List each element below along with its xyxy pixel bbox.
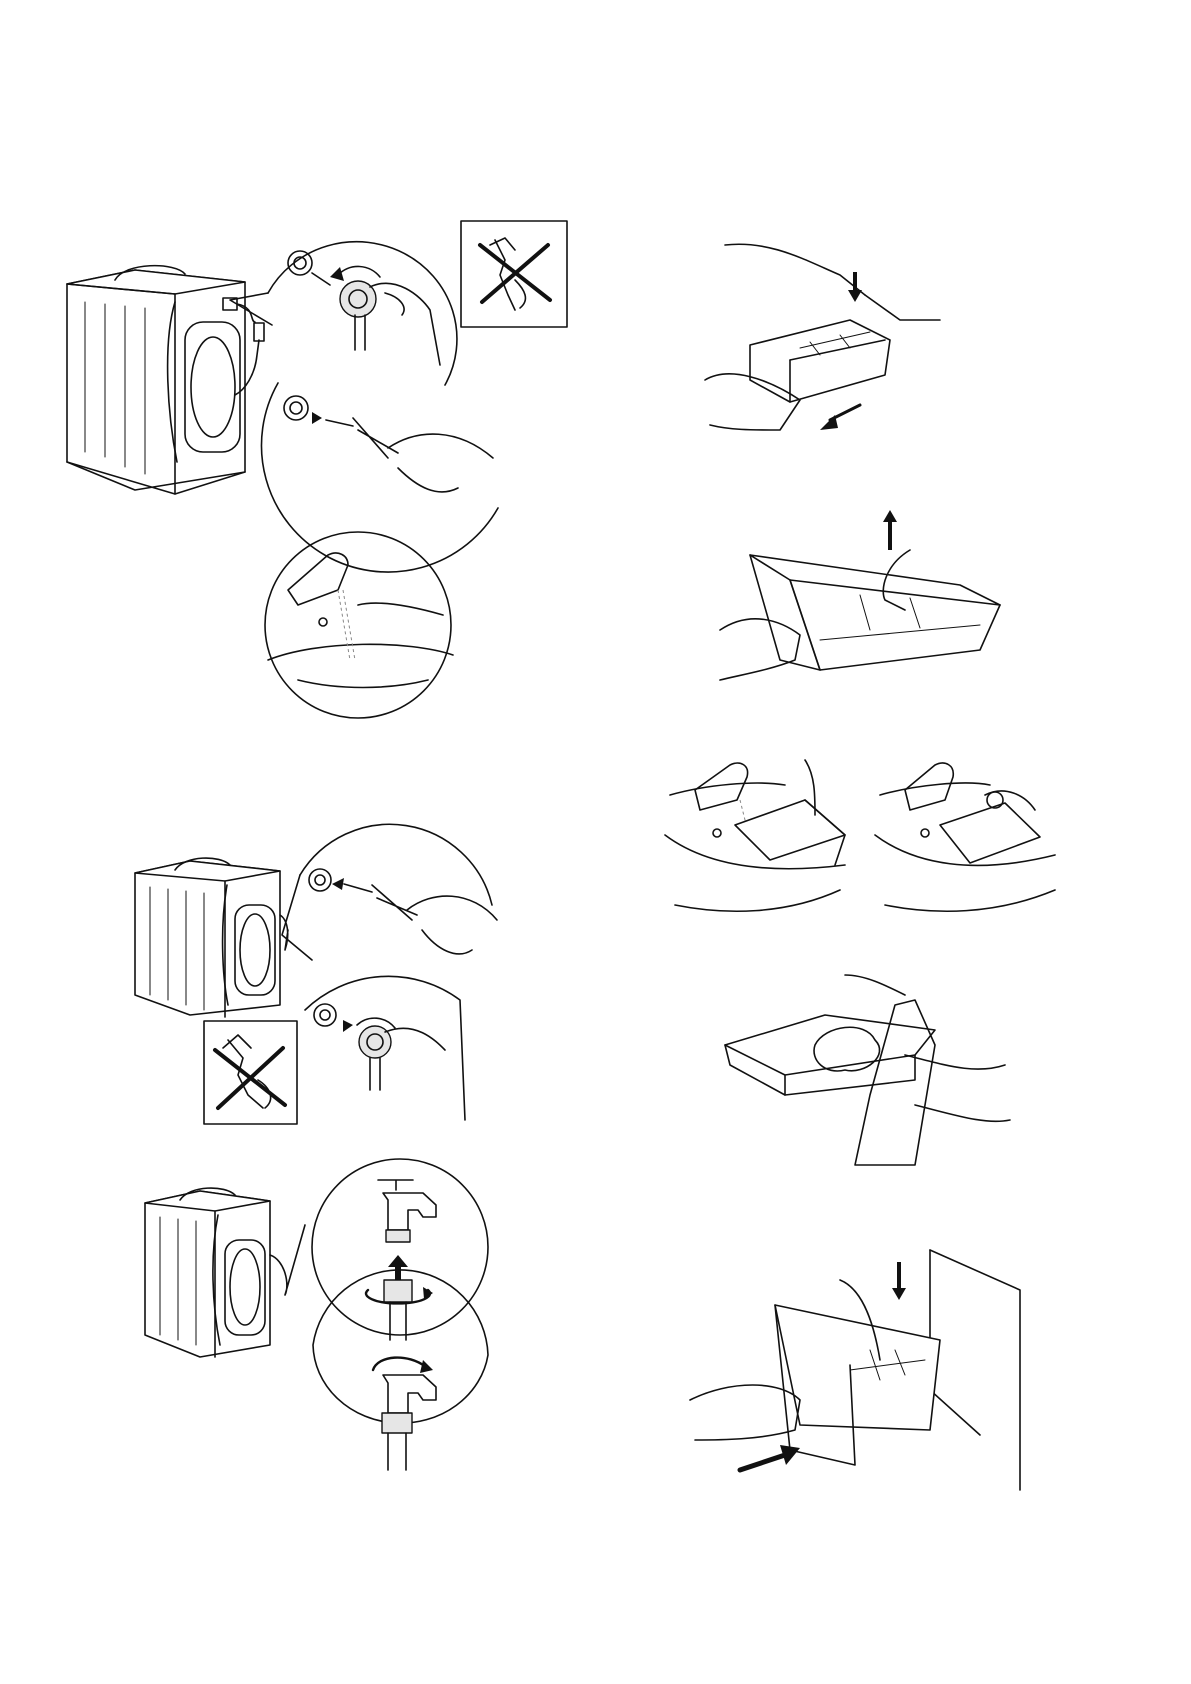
screw-on-hose-circle [285, 970, 470, 1120]
washing-machine-rear-3 [140, 1185, 310, 1360]
siphon-lift [710, 510, 1010, 720]
drawer-push-in [690, 1250, 1030, 1490]
drawer-brush [715, 975, 1015, 1185]
washing-machine-rear-2 [130, 855, 290, 1020]
hose-to-tap-circle [308, 1155, 493, 1340]
drawer-rinse-left [665, 755, 860, 930]
drawer-pull-out [690, 230, 950, 470]
pliers-prohibited-box-bottom [203, 1020, 298, 1125]
pliers-insert-filter-circle [282, 820, 512, 990]
drawer-rinse-right [875, 755, 1060, 930]
rinse-filter-circle [258, 530, 458, 720]
pliers-prohibited-box-top [460, 220, 568, 328]
pliers-pull-filter-circle [258, 378, 508, 548]
open-tap-circle [308, 1315, 493, 1475]
